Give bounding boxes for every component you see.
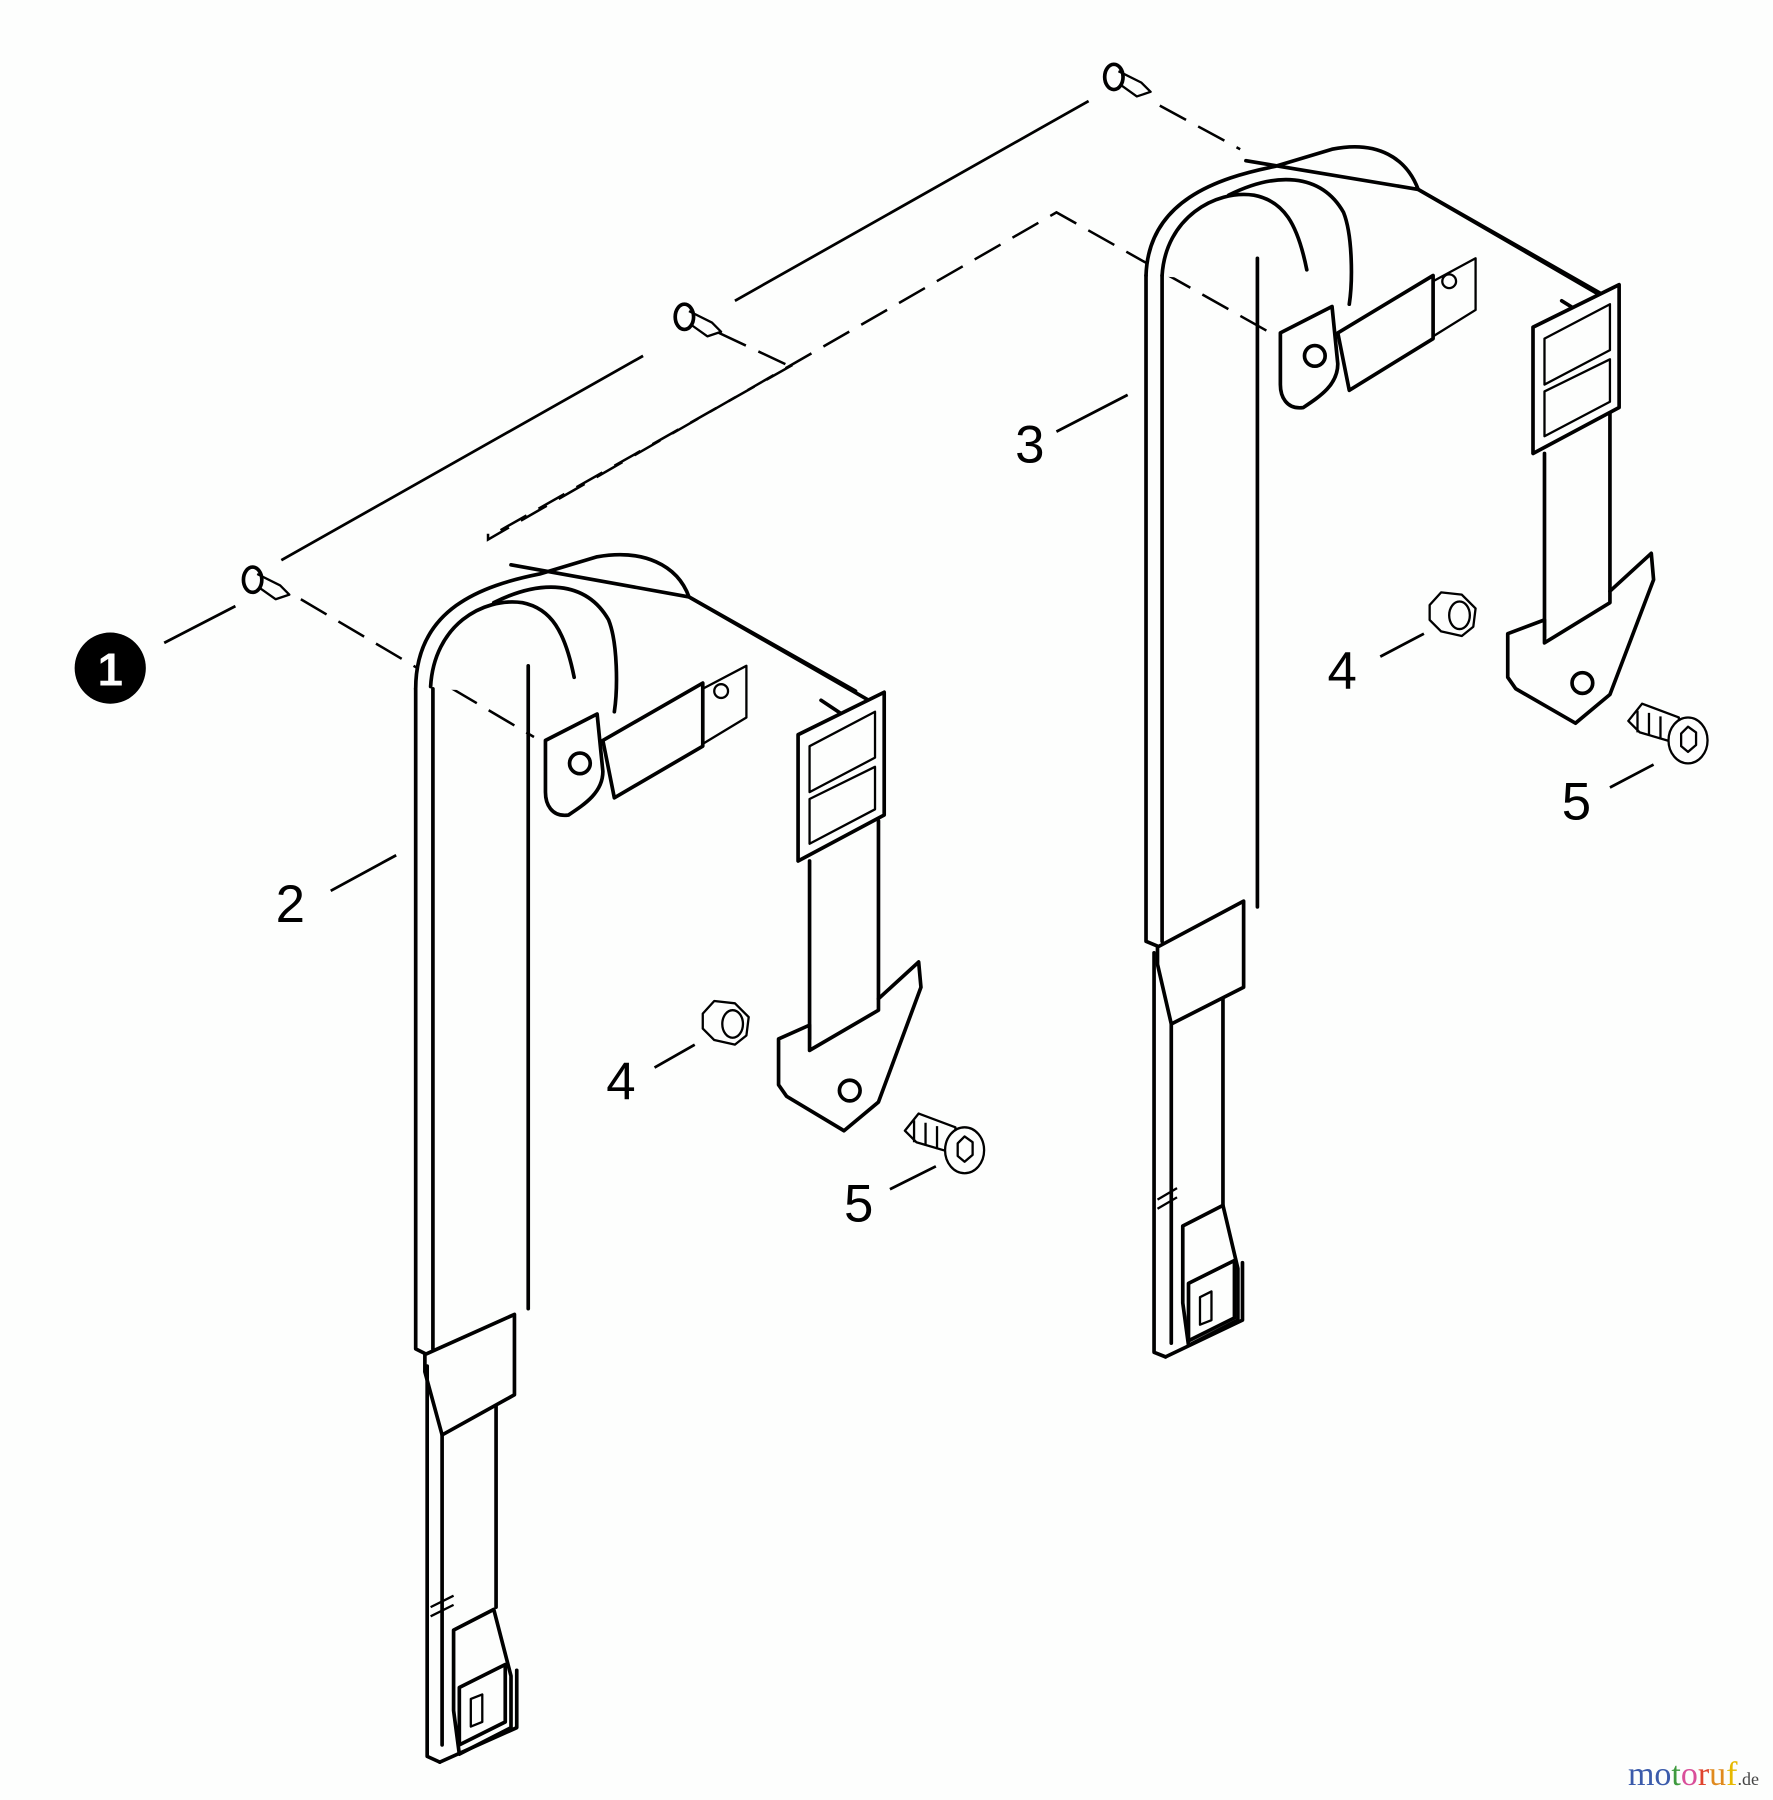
left-shoulder-strap	[413, 552, 923, 1764]
callout-5b-label: 5	[1562, 773, 1591, 832]
callout-5-right: 5	[1562, 763, 1655, 832]
callout-5a-label: 5	[844, 1174, 873, 1233]
watermark-suffix: .de	[1737, 1769, 1760, 1789]
watermark-letter: t	[1671, 1756, 1681, 1793]
callout-1-label: 1	[97, 643, 123, 695]
watermark-letter: u	[1709, 1756, 1727, 1793]
bolt-icon	[1627, 702, 1709, 765]
clip-screw-icon	[673, 302, 723, 338]
callout-4a-label: 4	[606, 1053, 635, 1112]
nut-icon	[701, 999, 750, 1046]
callout-4b-label: 4	[1327, 642, 1356, 701]
watermark-letter: o	[1680, 1756, 1698, 1793]
clip-screw-icon	[241, 565, 291, 601]
right-shoulder-strap	[1144, 145, 1656, 1359]
callout-5-left: 5	[844, 1165, 937, 1233]
watermark-letter: f	[1726, 1756, 1738, 1793]
watermark-letter: m	[1627, 1756, 1655, 1793]
clip-screw-icon	[1102, 62, 1152, 98]
watermark-letter: o	[1654, 1756, 1672, 1793]
watermark-logo: motoruf.de	[1628, 1756, 1759, 1794]
callout-1: 1	[74, 604, 237, 704]
callout-4-left: 4	[606, 1043, 696, 1112]
nut-icon	[1428, 591, 1477, 638]
callout-2-label: 2	[276, 875, 305, 934]
callout-2: 2	[276, 854, 397, 934]
bolt-icon	[903, 1112, 986, 1175]
callout-3-label: 3	[1015, 416, 1044, 475]
callout-3: 3	[1015, 393, 1129, 475]
callout-4-right: 4	[1327, 632, 1425, 701]
watermark-letter: r	[1697, 1756, 1710, 1793]
